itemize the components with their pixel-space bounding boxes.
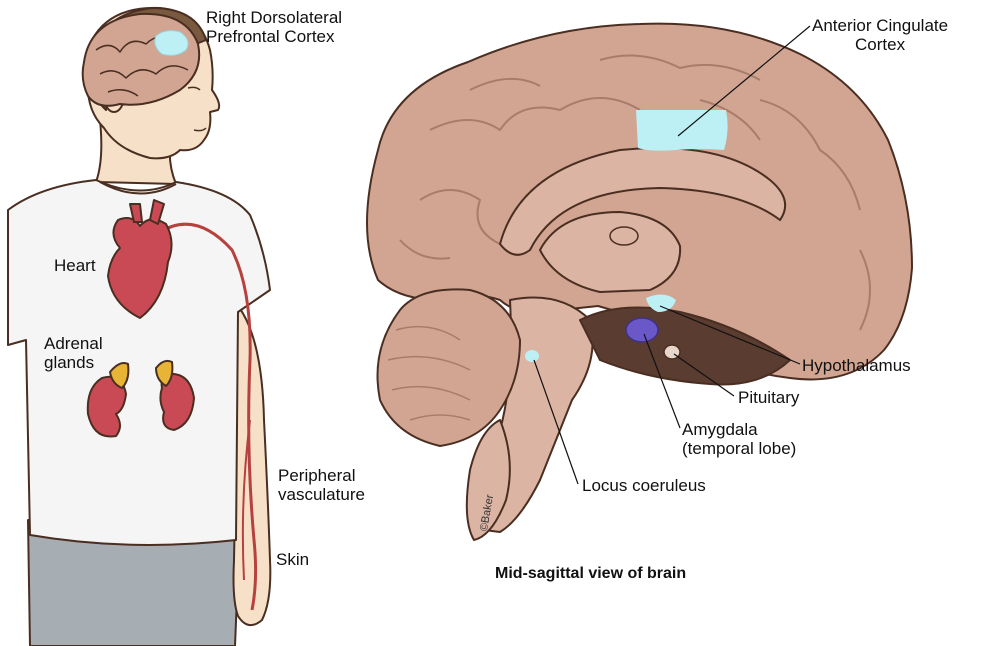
label-locus: Locus coeruleus — [582, 476, 706, 495]
label-adrenal: Adrenal glands — [44, 334, 103, 372]
label-amygdala: Amygdala (temporal lobe) — [682, 420, 796, 458]
label-hypothalamus: Hypothalamus — [802, 356, 911, 375]
diagram-caption: Mid-sagittal view of brain — [495, 564, 686, 583]
label-acc: Anterior Cingulate Cortex — [812, 16, 948, 54]
dlpfc-highlight — [155, 31, 188, 56]
acc-highlight — [636, 110, 728, 151]
amygdala-highlight — [626, 318, 658, 342]
label-pituitary: Pituitary — [738, 388, 799, 407]
person-figure — [8, 8, 270, 646]
label-dlpfc: Right Dorsolateral Prefrontal Cortex — [206, 8, 342, 46]
label-skin: Skin — [276, 550, 309, 569]
label-heart: Heart — [54, 256, 96, 275]
locus-coeruleus-highlight — [525, 350, 539, 362]
label-peripheral: Peripheral vasculature — [278, 466, 365, 504]
brain-sagittal — [367, 24, 912, 540]
